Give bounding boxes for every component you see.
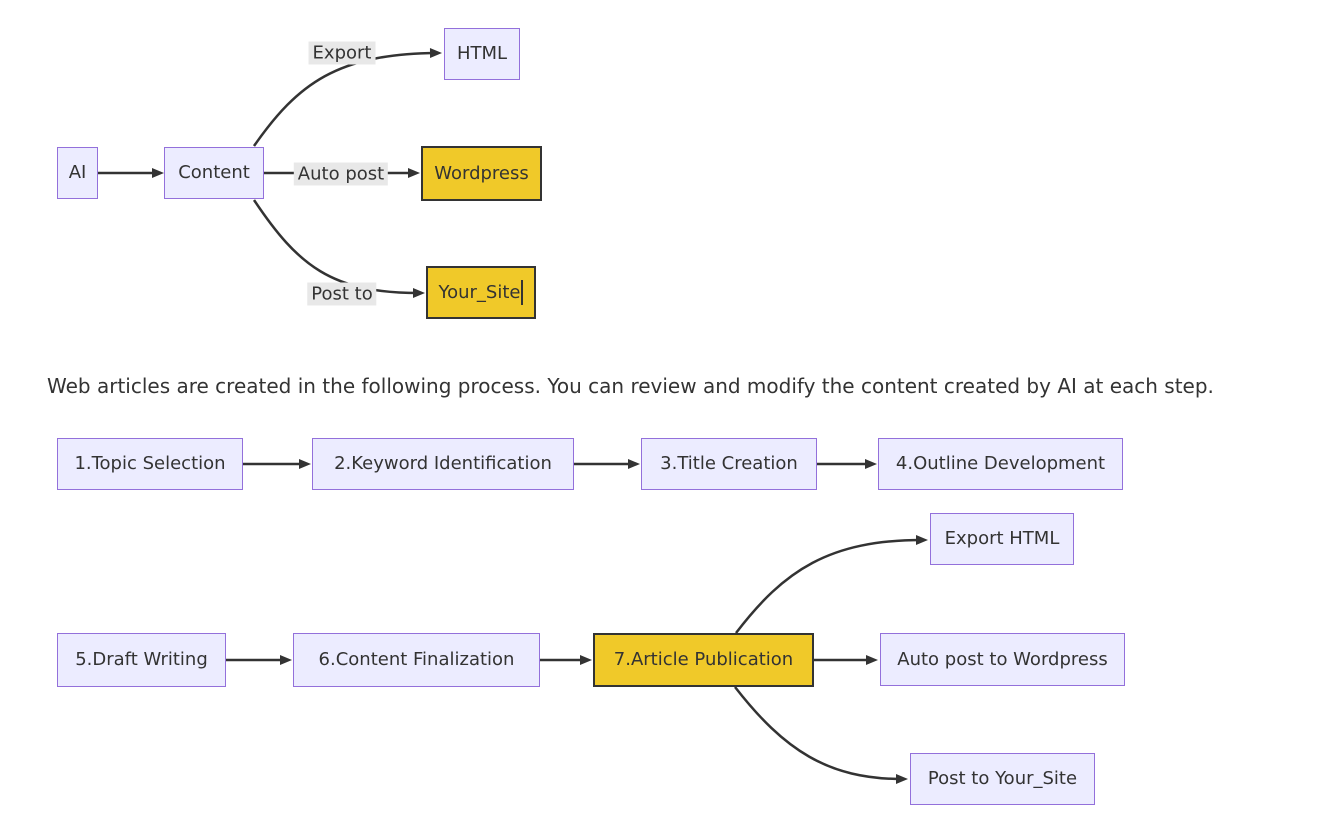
- process-caption: Web articles are created in the followin…: [47, 374, 1214, 398]
- edge-label-auto-post: Auto post: [293, 162, 389, 186]
- text-caret: [521, 280, 524, 305]
- node-step-1-topic-selection: 1.Topic Selection: [57, 438, 243, 490]
- node-content: Content: [164, 147, 264, 199]
- node-step-6-content-finalization: 6.Content Finalization: [293, 633, 540, 687]
- edge-content-your-site: [252, 199, 425, 298]
- edge-label-export: Export: [308, 41, 376, 65]
- edge-content-html: [252, 48, 442, 147]
- node-post-to-your-site: Post to Your_Site: [910, 753, 1095, 805]
- node-html: HTML: [444, 28, 520, 80]
- edge-step7-export-html: [735, 535, 928, 634]
- node-step-3-title-creation: 3.Title Creation: [641, 438, 817, 490]
- node-your-site: Your_Site: [426, 266, 536, 319]
- node-step-4-outline-development: 4.Outline Development: [878, 438, 1123, 490]
- node-ai: AI: [57, 147, 98, 199]
- node-export-html: Export HTML: [930, 513, 1074, 565]
- edge-step7-post-to: [734, 686, 908, 784]
- node-step-2-keyword-identification: 2.Keyword Identification: [312, 438, 574, 490]
- edge-label-post-to: Post to: [307, 282, 377, 306]
- node-your-site-label: Your_Site: [438, 281, 521, 303]
- node-step-5-draft-writing: 5.Draft Writing: [57, 633, 226, 687]
- node-wordpress: Wordpress: [421, 146, 542, 201]
- node-auto-post-to-wordpress: Auto post to Wordpress: [880, 633, 1125, 686]
- node-step-7-article-publication: 7.Article Publication: [593, 633, 814, 687]
